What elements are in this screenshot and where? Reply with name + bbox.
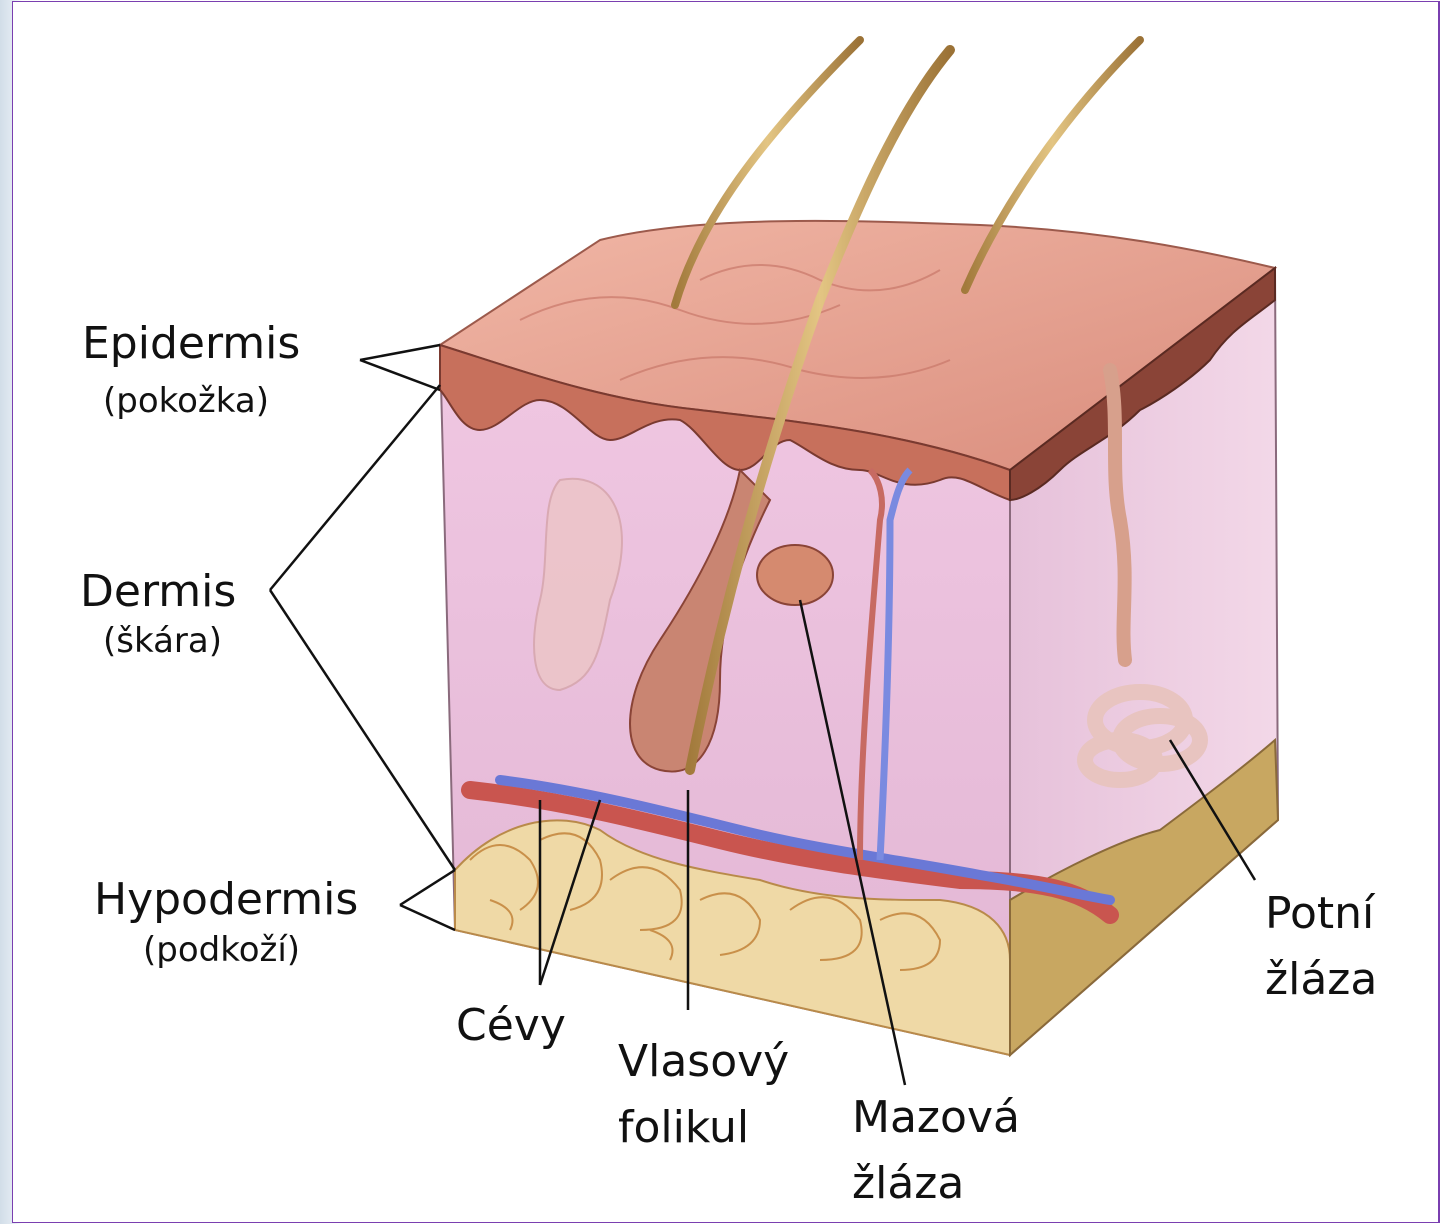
label-mazova-1: Mazová <box>852 1092 1020 1143</box>
sebaceous-gland <box>757 545 833 605</box>
label-mazova-2: žláza <box>852 1158 964 1209</box>
label-epidermis: Epidermis <box>82 318 300 369</box>
label-dermis: Dermis <box>80 566 236 617</box>
label-potni-1: Potní <box>1265 888 1374 939</box>
label-epidermis-sub: (pokožka) <box>103 381 269 421</box>
label-cevy: Cévy <box>456 1000 566 1051</box>
label-vlasovy-1: Vlasový <box>618 1036 789 1087</box>
label-potni-2: žláza <box>1265 954 1377 1005</box>
label-vlasovy-2: folikul <box>618 1102 749 1153</box>
label-hypodermis: Hypodermis <box>94 874 358 925</box>
label-dermis-sub: (škára) <box>103 621 222 661</box>
label-hypodermis-sub: (podkoží) <box>143 930 300 970</box>
